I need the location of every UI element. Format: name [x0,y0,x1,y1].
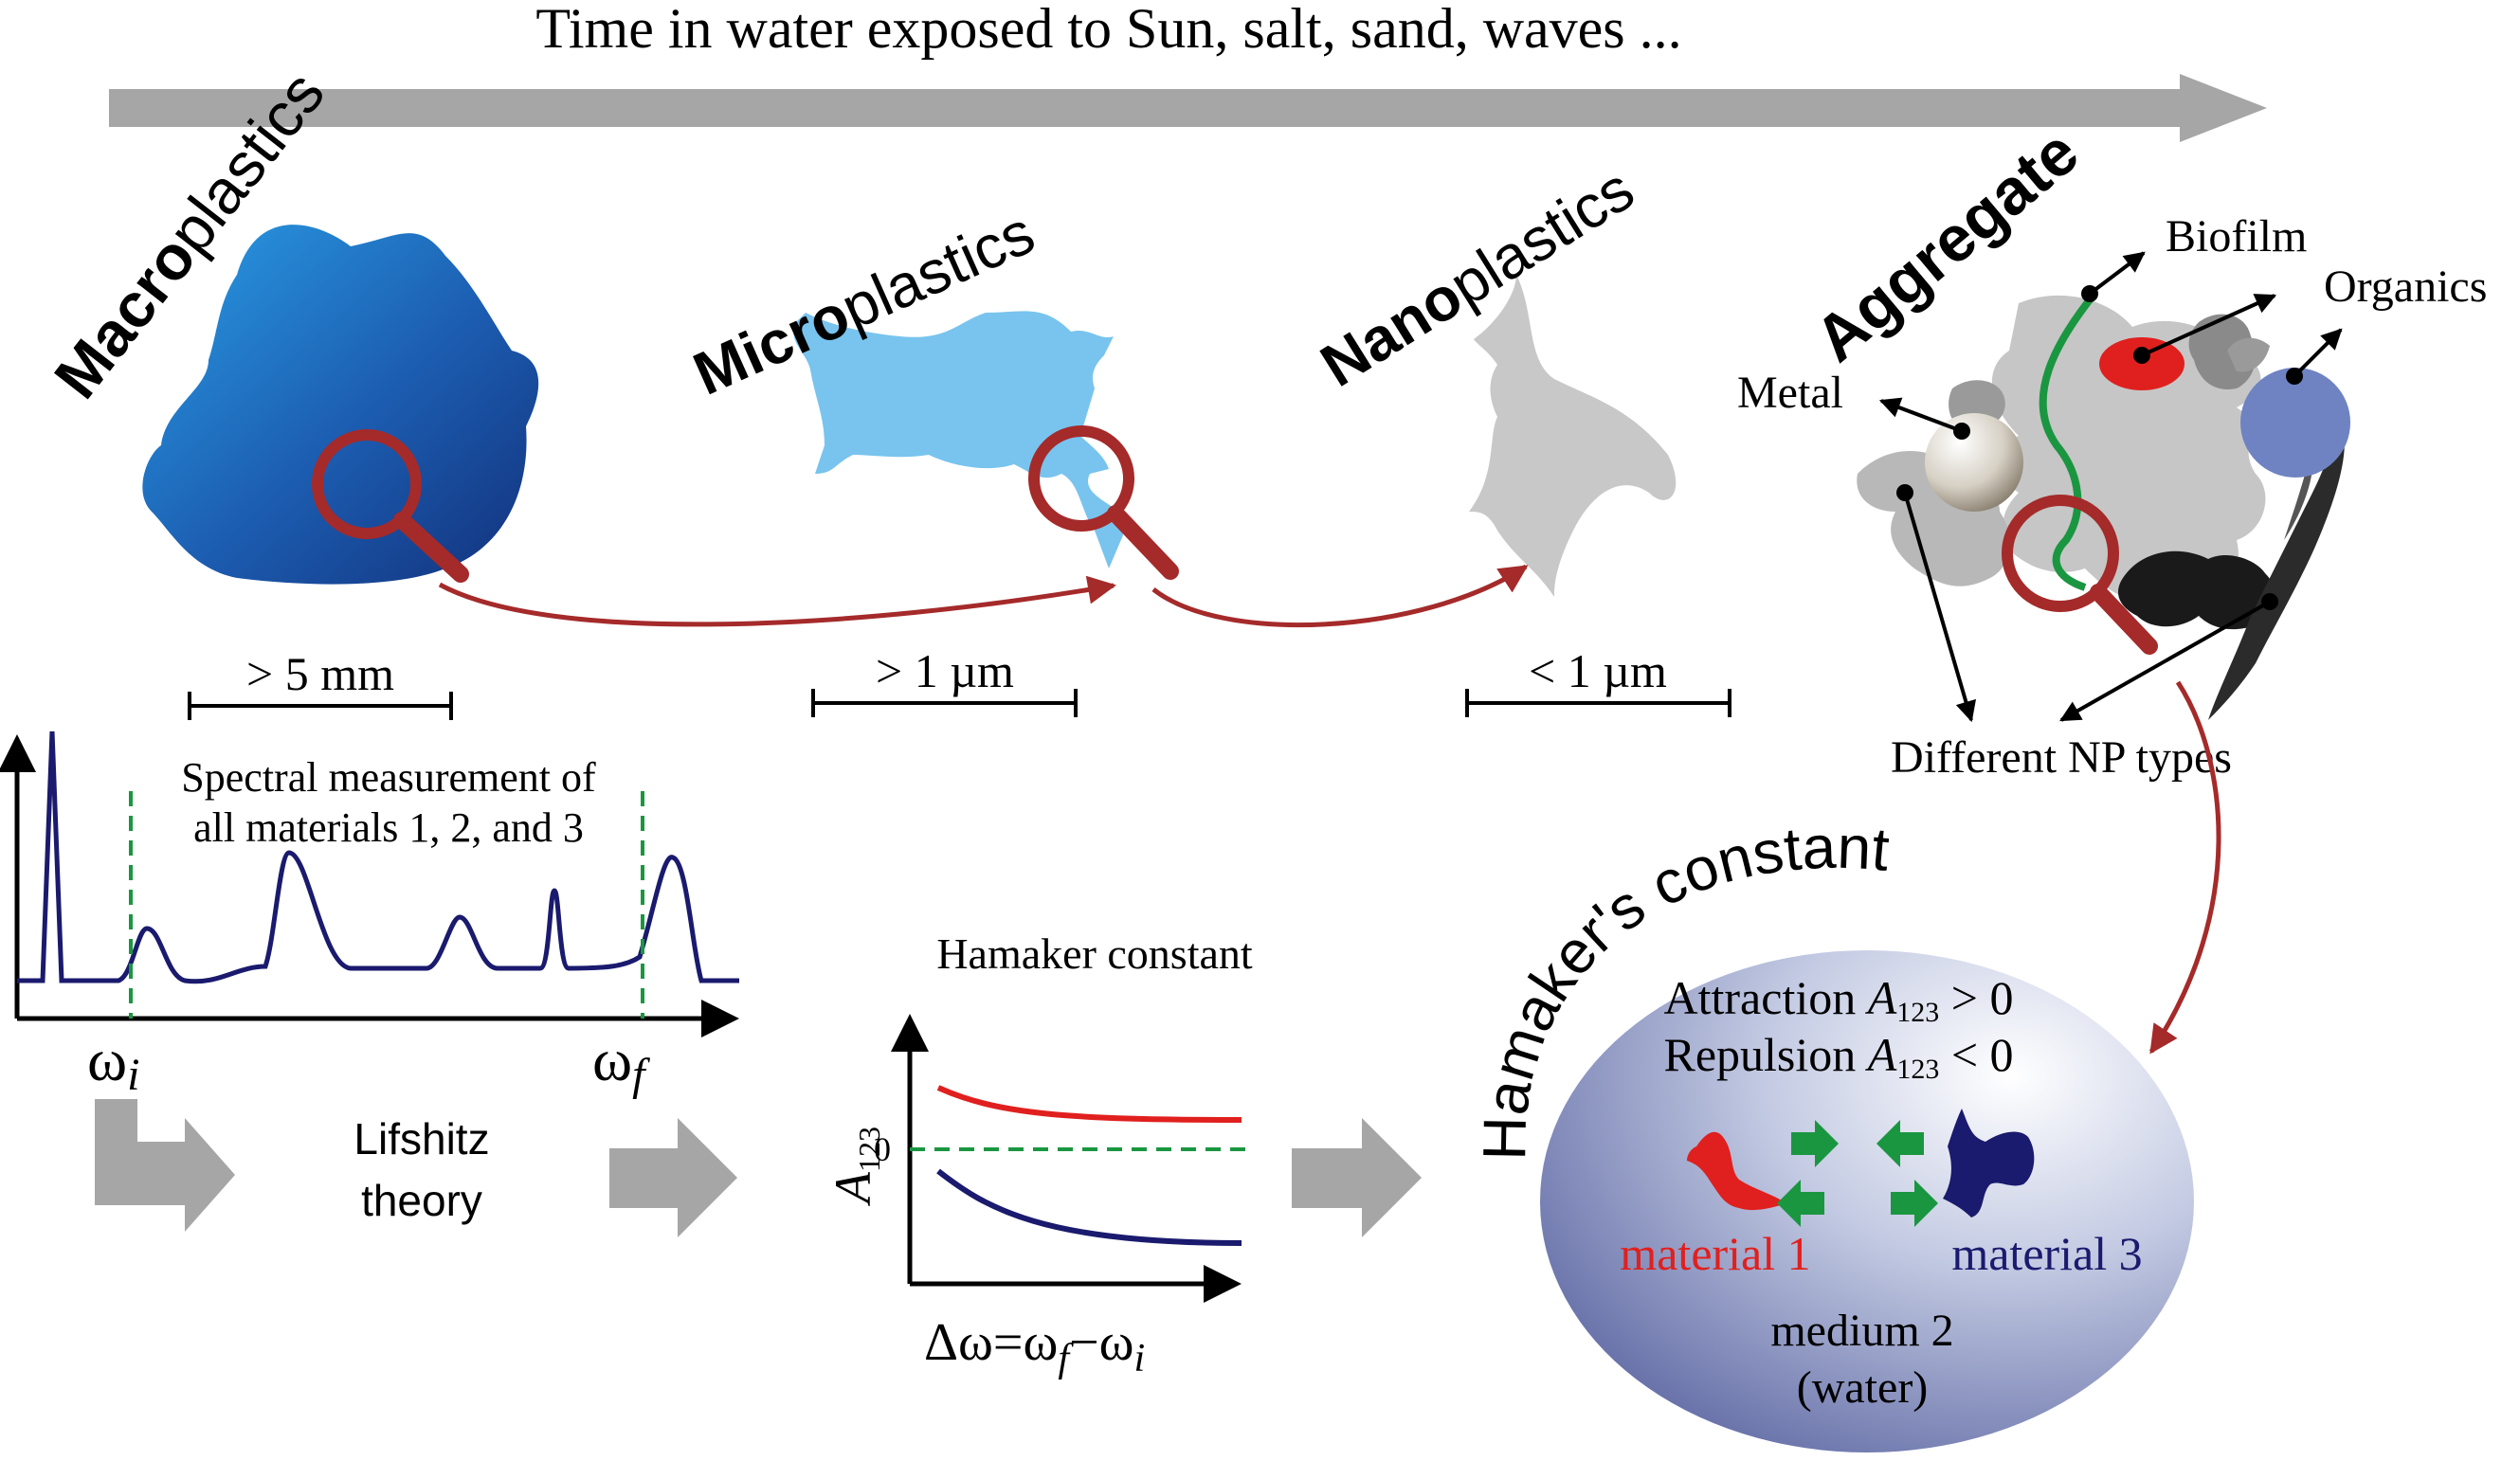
omega-f-label: ωf [592,1026,650,1100]
biofilm-pointer [2081,251,2146,302]
omega-i-label: ωi [87,1026,139,1100]
scale-label-micro: > 1 µm [876,644,1014,697]
lifshitz-line1: Lifshitz [354,1114,489,1163]
hamaker-sphere [1540,950,2194,1452]
np-types-pointers [1896,484,2278,723]
material3-label: material 3 [1951,1227,2142,1280]
green-arrow-right [1791,1120,1839,1167]
repulsion-text: Repulsion A123 < 0 [1663,1028,2013,1085]
material1-particle [1687,1131,1786,1211]
organics-pointer [2133,294,2343,385]
micro-to-nano-arrow [1151,564,1529,628]
np-types-label: Different NP types [1891,732,2232,783]
process-arrow [609,1118,737,1237]
green-arrow-left [1876,1120,1924,1167]
hamaker-plot-title: Hamaker constant [936,929,1253,978]
zero-tick-label: 0 [874,1130,891,1168]
hamaker-x-axis-label: Δω=ωf−ωi [924,1313,1145,1380]
attraction-text: Attraction A123 > 0 [1664,971,2014,1028]
medium-line2: (water) [1797,1362,1929,1413]
magnifier-icon [1028,425,1179,580]
aggregate-to-sphere-arrow [2148,680,2221,1055]
scale-bar-nano [1465,689,1731,717]
timeline-label: Time in water exposed to Sun, salt, sand… [535,0,1681,60]
material1-label: material 1 [1620,1227,1810,1280]
spectrum-caption-line2: all materials 1, 2, and 3 [193,804,584,851]
scale-bar-micro [811,689,1078,717]
scale-label-nano: < 1 µm [1529,644,1667,697]
green-arrow-left [1777,1180,1824,1227]
macro-bold: Macro [41,223,209,411]
nanoplastics-label: Nanoplastics [1309,154,1645,400]
metal-label: Metal [1737,368,1843,418]
medium-line1: medium 2 [1770,1306,1953,1356]
nano-bold: Nano [1309,262,1474,400]
magnifier-icon [312,429,469,583]
spectrum-curve [17,730,739,984]
nanoplastic-particle [1469,275,1677,597]
timeline-arrow [109,74,2267,142]
attraction-curve [936,1085,1242,1123]
repulsion-curve [936,1168,1242,1246]
magnifier-icon [2002,495,2158,655]
nano-rest: plastics [1438,154,1645,319]
microplastic-particle [793,311,1123,568]
bent-process-arrow [95,1099,235,1232]
spectrum-caption-line1: Spectral measurement of [181,754,596,801]
material3-particle [1943,1109,2035,1218]
green-arrow-right [1891,1180,1938,1227]
aggregate-cluster [1857,291,2350,720]
lifshitz-line2: theory [361,1176,482,1225]
hamaker-y-axis-label: A123 [825,1127,886,1206]
organics-label: Organics [2324,262,2487,312]
scale-label-macro: > 5 mm [246,647,394,700]
scale-bar-macro [188,692,453,720]
hamaker-sphere-title: Hamaker's constant [0,0,474,13]
spectrum-axes [0,734,739,1037]
macro-to-micro-arrow [438,575,1116,627]
biofilm-label: Biofilm [2166,211,2307,262]
metal-pointer [1878,397,1970,440]
macroplastic-particle [142,225,539,585]
process-arrow [1292,1118,1422,1237]
